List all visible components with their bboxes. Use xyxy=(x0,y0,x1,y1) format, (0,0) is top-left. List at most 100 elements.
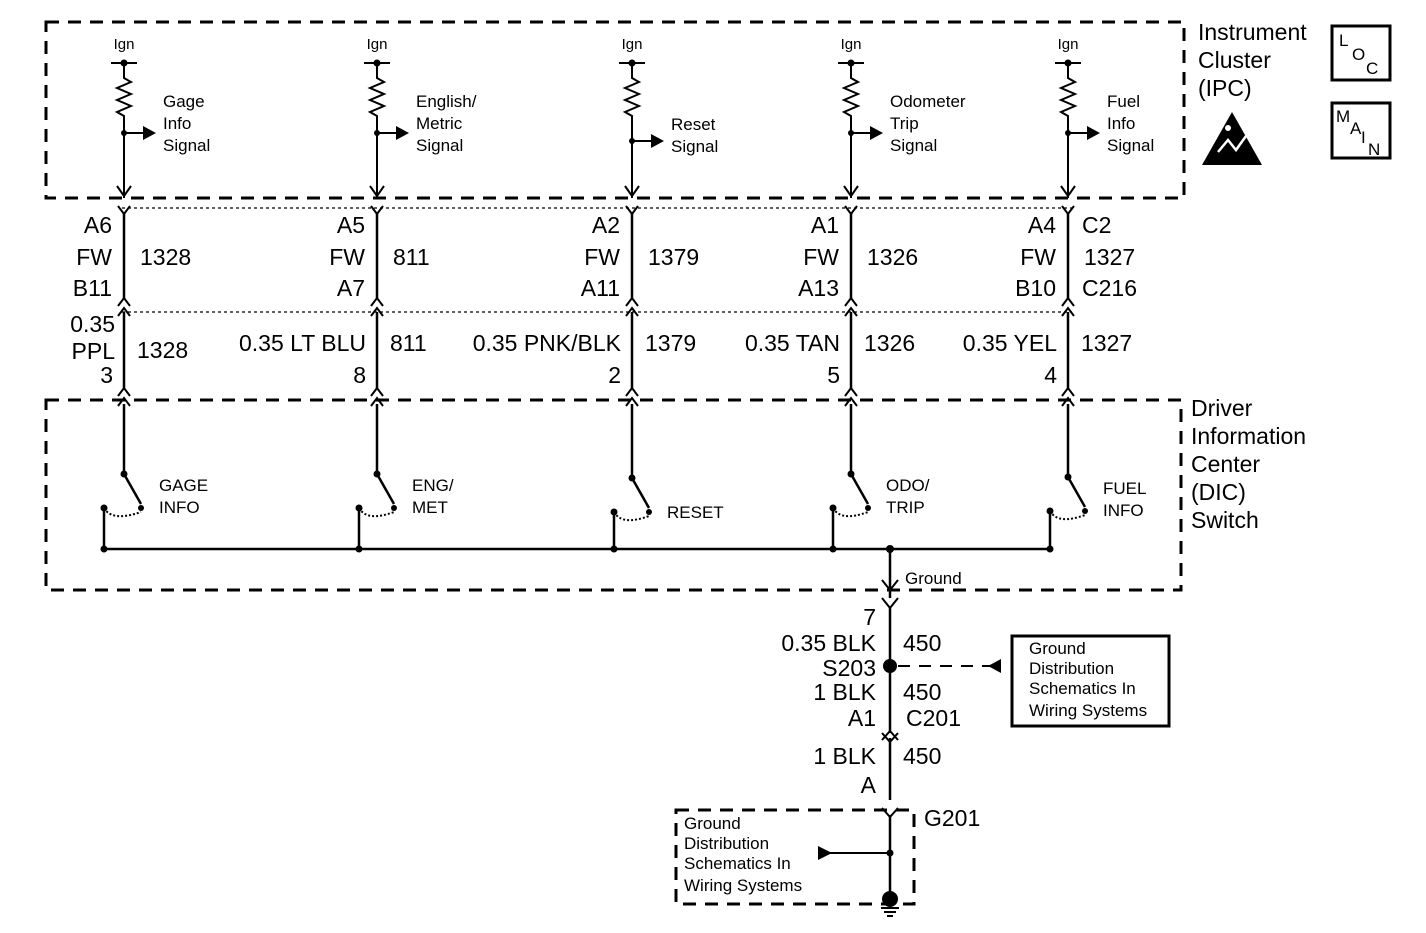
dic-pin-label: 5 xyxy=(827,362,840,388)
dic-pin-label: 2 xyxy=(608,362,621,388)
switch-blade[interactable] xyxy=(1066,476,1087,508)
dic-pin-7: 7 xyxy=(863,604,876,630)
loc-badge[interactable]: L O C xyxy=(1330,24,1392,82)
circuit-number-lower: 1326 xyxy=(864,330,915,356)
inline-chevron-bottom xyxy=(1061,306,1075,317)
inline-chevron-top xyxy=(117,296,131,307)
inline-pin-label: A11 xyxy=(581,275,620,301)
ground-arrow xyxy=(881,579,899,592)
switch-blade-tip xyxy=(391,505,397,511)
svg-text:Ground Distribution: Ground Distribution Schematics In Wiring… xyxy=(1029,639,1147,720)
dic-pin-chevron-top xyxy=(1061,386,1075,397)
connector-code: FW xyxy=(803,244,839,270)
svg-text:C: C xyxy=(1366,59,1378,78)
dic-pin-label: 3 xyxy=(100,362,113,388)
switch-blade-tip xyxy=(138,505,144,511)
dic-pin-label: 8 xyxy=(353,362,366,388)
svg-text:Ground Distribution: Ground Distribution Schematics In Wiring… xyxy=(684,814,802,895)
switch-travel-arc xyxy=(1049,510,1086,521)
splice-s203 xyxy=(883,659,897,673)
switch-blade[interactable] xyxy=(122,473,143,505)
ipc-pin-chevron xyxy=(625,205,639,216)
switch-travel-arc xyxy=(358,507,395,518)
circuit-number: 1328 xyxy=(140,244,191,270)
wire-color: 0.35 LT BLU xyxy=(239,330,366,356)
dic-pin-chevron-top xyxy=(625,386,639,397)
inline-chevron-top xyxy=(1061,296,1075,307)
switch-travel-arc xyxy=(832,507,869,518)
splice-label: S203 xyxy=(822,655,876,681)
svg-text:A: A xyxy=(1350,119,1362,138)
connector-code: FW xyxy=(1020,244,1056,270)
ground-ref-box-bottom[interactable]: Ground Distribution Schematics In Wiring… xyxy=(684,814,802,895)
ipc-pin-label: A2 xyxy=(592,212,620,238)
dic-pin-chevron-bottom xyxy=(370,396,384,407)
switch-blade[interactable] xyxy=(849,473,870,505)
ipc-pin-label: A6 xyxy=(84,212,112,238)
connector-code: FW xyxy=(584,244,620,270)
ground-ref-box-top[interactable]: Ground Distribution Schematics In Wiring… xyxy=(1010,634,1171,728)
pullup-resistor-icon xyxy=(622,63,642,198)
c201-chevron-bottom xyxy=(881,729,899,741)
connector-code: FW xyxy=(329,244,365,270)
pullup-resistor-icon xyxy=(841,63,861,198)
c201-label: C201 xyxy=(906,705,961,731)
signal-arrow xyxy=(870,126,883,140)
pullup-resistor-icon xyxy=(114,63,134,198)
switch-blade[interactable] xyxy=(630,477,651,509)
ipc-pin-label: A5 xyxy=(337,212,365,238)
signal-arrow xyxy=(1087,126,1100,140)
inline-pin-label: A7 xyxy=(337,275,365,301)
ipc-connector-label: C2 xyxy=(1082,212,1111,238)
esd-warning-icon xyxy=(1202,112,1262,165)
switch-travel-arc xyxy=(613,511,650,522)
signal-arrow xyxy=(396,126,409,140)
circuit-number-lower: 1327 xyxy=(1081,330,1132,356)
dic-pin-chevron-bottom xyxy=(625,396,639,407)
circuit-number: 1327 xyxy=(1084,244,1135,270)
g201-pin: A xyxy=(861,772,877,798)
switch-label: ENG/MET xyxy=(412,476,454,517)
dic-pin-chevron-top xyxy=(844,386,858,397)
dic-pin-chevron-top xyxy=(370,386,384,397)
ipc-pin-chevron xyxy=(844,205,858,216)
inline-chevron-bottom xyxy=(370,306,384,317)
signal-down-arrow xyxy=(843,185,859,198)
circuit-450-a: 450 xyxy=(903,630,941,656)
ign-label: Ign xyxy=(841,36,862,53)
g201-box xyxy=(674,808,916,906)
main-badge[interactable]: M A I N xyxy=(1330,101,1392,160)
switch-blade-tip xyxy=(1082,508,1088,514)
switch-blade-tip xyxy=(865,505,871,511)
wire-color: 0.35 YEL xyxy=(963,330,1057,356)
ign-label: Ign xyxy=(1058,36,1079,53)
signal-down-arrow xyxy=(624,185,640,198)
inline-chevron-top xyxy=(370,296,384,307)
inline-chevron-top xyxy=(844,296,858,307)
circuit-number: 1379 xyxy=(648,244,699,270)
circuit-number: 1326 xyxy=(867,244,918,270)
circuit-number-lower: 811 xyxy=(390,330,427,356)
switch-blade[interactable] xyxy=(375,473,396,505)
signal-arrow xyxy=(143,126,156,140)
dic-pin-chevron-top xyxy=(117,386,131,397)
ipc-pin-chevron xyxy=(117,205,131,216)
signal-down-arrow xyxy=(116,185,132,198)
dic-box xyxy=(44,398,1183,592)
ipc-pin-chevron xyxy=(370,205,384,216)
wire-0-35-blk: 0.35 BLK xyxy=(781,630,876,656)
ign-label: Ign xyxy=(367,36,388,53)
switch-label: RESET xyxy=(667,503,724,522)
c201-pin: A1 xyxy=(848,705,876,731)
signal-down-arrow xyxy=(1060,185,1076,198)
ground-eyelet xyxy=(882,891,898,907)
inline-pin-label: A13 xyxy=(798,275,839,301)
switch-travel-arc xyxy=(103,507,142,518)
